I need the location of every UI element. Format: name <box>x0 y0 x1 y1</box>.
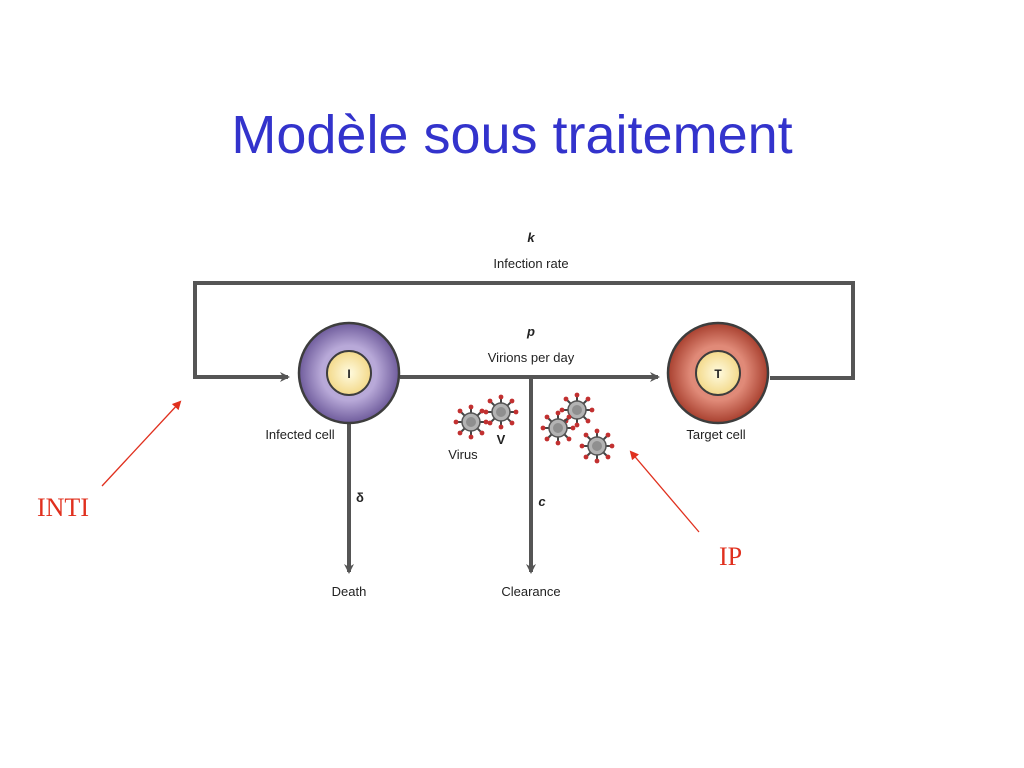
virion-icon <box>482 393 520 431</box>
virion-icon <box>452 403 490 441</box>
ip-annotation: IP <box>719 542 742 571</box>
infection-loop-line <box>193 281 855 382</box>
inti-annotation: INTI <box>37 493 89 522</box>
ip-pointer-arrow <box>629 450 700 533</box>
death-label: Death <box>332 584 367 599</box>
inti-pointer-arrow <box>101 400 182 487</box>
infected-cell-symbol: I <box>347 367 350 381</box>
infection-rate-symbol: k <box>527 230 535 245</box>
virion-icon <box>578 427 616 465</box>
virus-label: Virus <box>448 447 478 462</box>
infected-cell: I <box>297 321 401 425</box>
target-cell: T <box>666 321 770 425</box>
production-rate-symbol: p <box>526 324 535 339</box>
production-rate-label: Virions per day <box>488 350 575 365</box>
virus-cluster-left <box>452 393 520 441</box>
virion-icon <box>539 409 577 447</box>
target-cell-label: Target cell <box>686 427 745 442</box>
infection-rate-label: Infection rate <box>493 256 568 271</box>
clearance-label: Clearance <box>501 584 560 599</box>
slide-title: Modèle sous traitement <box>231 105 793 165</box>
infected-cell-label: Infected cell <box>265 427 334 442</box>
virus-symbol: V <box>497 432 506 447</box>
clearance-rate-symbol: c <box>538 494 546 509</box>
target-cell-symbol: T <box>714 367 722 381</box>
virus-cluster-right <box>539 391 616 465</box>
death-rate-symbol: δ <box>356 490 364 505</box>
